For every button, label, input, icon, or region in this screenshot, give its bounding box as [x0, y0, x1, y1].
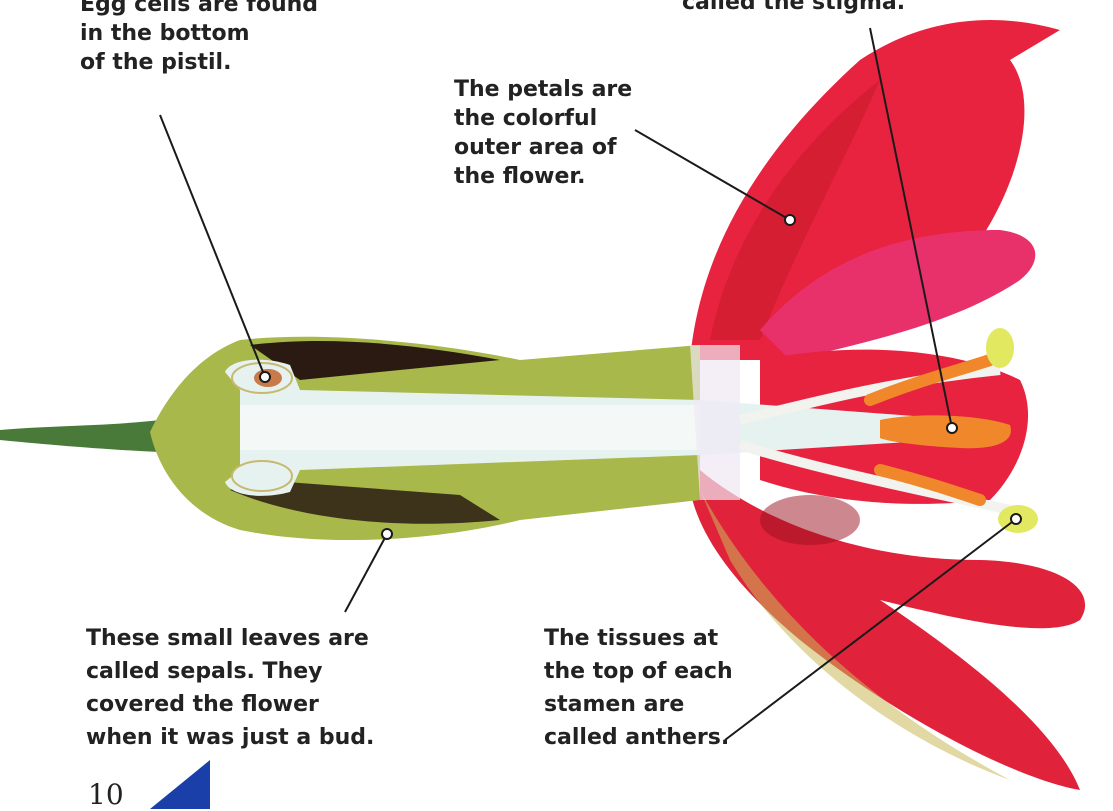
egg-cells-pointer [160, 115, 265, 377]
pistil-core [240, 405, 700, 450]
page-number: 10 [88, 778, 124, 811]
stem [0, 420, 160, 452]
sepals-callout: These small leaves are called sepals. Th… [86, 622, 374, 754]
anthers-callout: The tissues at the top of each stamen ar… [544, 622, 733, 754]
lower-ovule [232, 461, 292, 491]
anther-top [986, 328, 1014, 368]
corner-mark [150, 760, 210, 809]
petals-dot [785, 215, 795, 225]
egg-cells-dot [260, 372, 270, 382]
dark-petal-shadow [760, 495, 860, 545]
sepals-dot [382, 529, 392, 539]
stigma-callout: called the stigma. [682, 0, 905, 17]
petals-callout: The petals are the colorful outer area o… [454, 75, 632, 191]
stigma-dot [947, 423, 957, 433]
sepals-pointer [345, 534, 387, 612]
egg-cells-callout: Egg cells are found in the bottom of the… [80, 0, 318, 77]
anthers-dot [1011, 514, 1021, 524]
